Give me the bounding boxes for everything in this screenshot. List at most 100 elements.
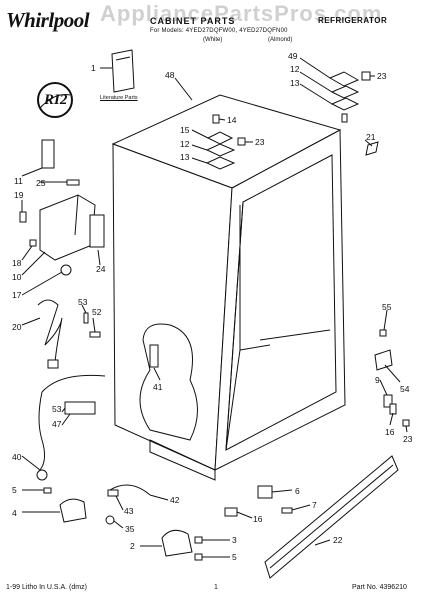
callout-23-mid: 23 [255,137,265,147]
part-17 [60,264,72,276]
callout-3: 3 [232,535,237,545]
control-housing [39,194,96,261]
callout-14: 14 [227,115,237,125]
brand-logo: Whirlpool [6,8,90,32]
part-21 [365,141,379,156]
callout-23-right: 23 [403,434,413,444]
callout-52: 52 [92,307,102,317]
heater-coil [38,391,46,471]
hinge-12-right [330,85,360,99]
literature-parts-label: Literature Parts [100,95,138,101]
callout-53-top: 53 [78,297,88,307]
callout-41: 41 [153,382,163,392]
callout-12-top: 12 [290,64,300,74]
callout-42: 42 [170,495,180,505]
callout-24: 24 [96,264,106,274]
callout-20: 20 [12,322,22,332]
callout-53-bottom: 53 [52,404,62,414]
callout-11: 11 [14,176,23,186]
part-54 [374,349,393,371]
callout-5-right: 5 [232,552,237,562]
callout-43: 43 [124,506,134,516]
drain-tube-41 [149,344,159,368]
callout-16-bottom: 16 [253,514,263,524]
part-40 [36,469,48,481]
part-47 [64,401,96,415]
footer-part-number: Part No. 4396210 [352,584,407,591]
watermark: AppliancePartsPros.com [100,1,383,26]
callout-54: 54 [400,384,410,394]
callout-48: 48 [165,70,175,80]
screw-53-top [83,312,89,324]
variant-almond: (Almond) [268,37,293,43]
callout-10: 10 [12,272,22,282]
callout-12-mid: 12 [180,139,190,149]
hinge-13-mid [205,156,236,170]
callout-16-right: 16 [385,427,395,437]
screw-23-mid [237,137,246,146]
literature-booklet [111,49,135,93]
callout-21: 21 [366,132,376,142]
variant-white: (White) [203,37,223,43]
foam-area [139,323,198,441]
callout-25: 25 [36,178,46,188]
wire-harness-20 [37,299,63,366]
product-category: REFRIGERATOR [318,16,388,25]
part-9 [383,394,393,408]
screw-25 [66,179,80,186]
part-19 [19,211,27,223]
callout-40: 40 [12,452,22,462]
screw-55 [379,329,387,337]
screw-52 [89,331,101,338]
callout-49: 49 [288,51,298,61]
part-16-bottom [224,507,238,517]
part-4 [59,498,87,523]
part-35 [105,515,115,525]
callout-17: 17 [12,290,22,300]
part-16-right [389,403,397,415]
callout-6: 6 [295,486,300,496]
callout-4: 4 [12,508,17,518]
part-43 [107,489,119,497]
screw-7 [281,507,293,514]
part-18 [29,239,37,247]
part-2-valve [161,529,193,557]
callout-55: 55 [382,302,392,312]
callout-1: 1 [91,63,96,73]
callout-2: 2 [130,541,135,551]
cabinet-front-frame [214,129,346,471]
logo-badge-text: RI2 [43,92,68,108]
callout-numbers: 1 48 49 12 13 23 14 15 12 13 23 21 11 25… [12,51,413,562]
screw-23-top [361,71,371,81]
logo-badge-circle [37,82,73,118]
callout-35: 35 [125,524,135,534]
screw-5-left [43,487,52,494]
callout-18: 18 [12,258,22,268]
model-line: For Models: 4YED27DQFW00, 4YED27DQFN00 [150,28,288,34]
callout-13-top: 13 [290,78,300,88]
callout-19: 19 [14,190,24,200]
part-11 [41,139,55,169]
screw-23-right [402,419,410,427]
screw-5-right [194,553,203,561]
hinge-12-mid [205,143,236,157]
callout-22: 22 [333,535,343,545]
footer-page-number: 1 [214,584,218,591]
callout-13-mid: 13 [180,152,190,162]
diagram-title: CABINET PARTS [150,16,236,26]
part-6 [257,485,273,499]
hinge-13-right [330,97,360,111]
tube-42 [109,484,151,496]
part-24-panel [89,214,105,248]
hinge-15 [206,131,234,145]
screw-14 [212,114,220,124]
callout-15: 15 [180,125,190,135]
callout-23-top: 23 [377,71,387,81]
callout-9: 9 [375,375,380,385]
footer-litho: 1-99 Litho In U.S.A. (dmz) [6,584,87,591]
hinge-cap-49 [328,71,360,87]
screw-3 [194,536,203,544]
callout-7: 7 [312,500,317,510]
